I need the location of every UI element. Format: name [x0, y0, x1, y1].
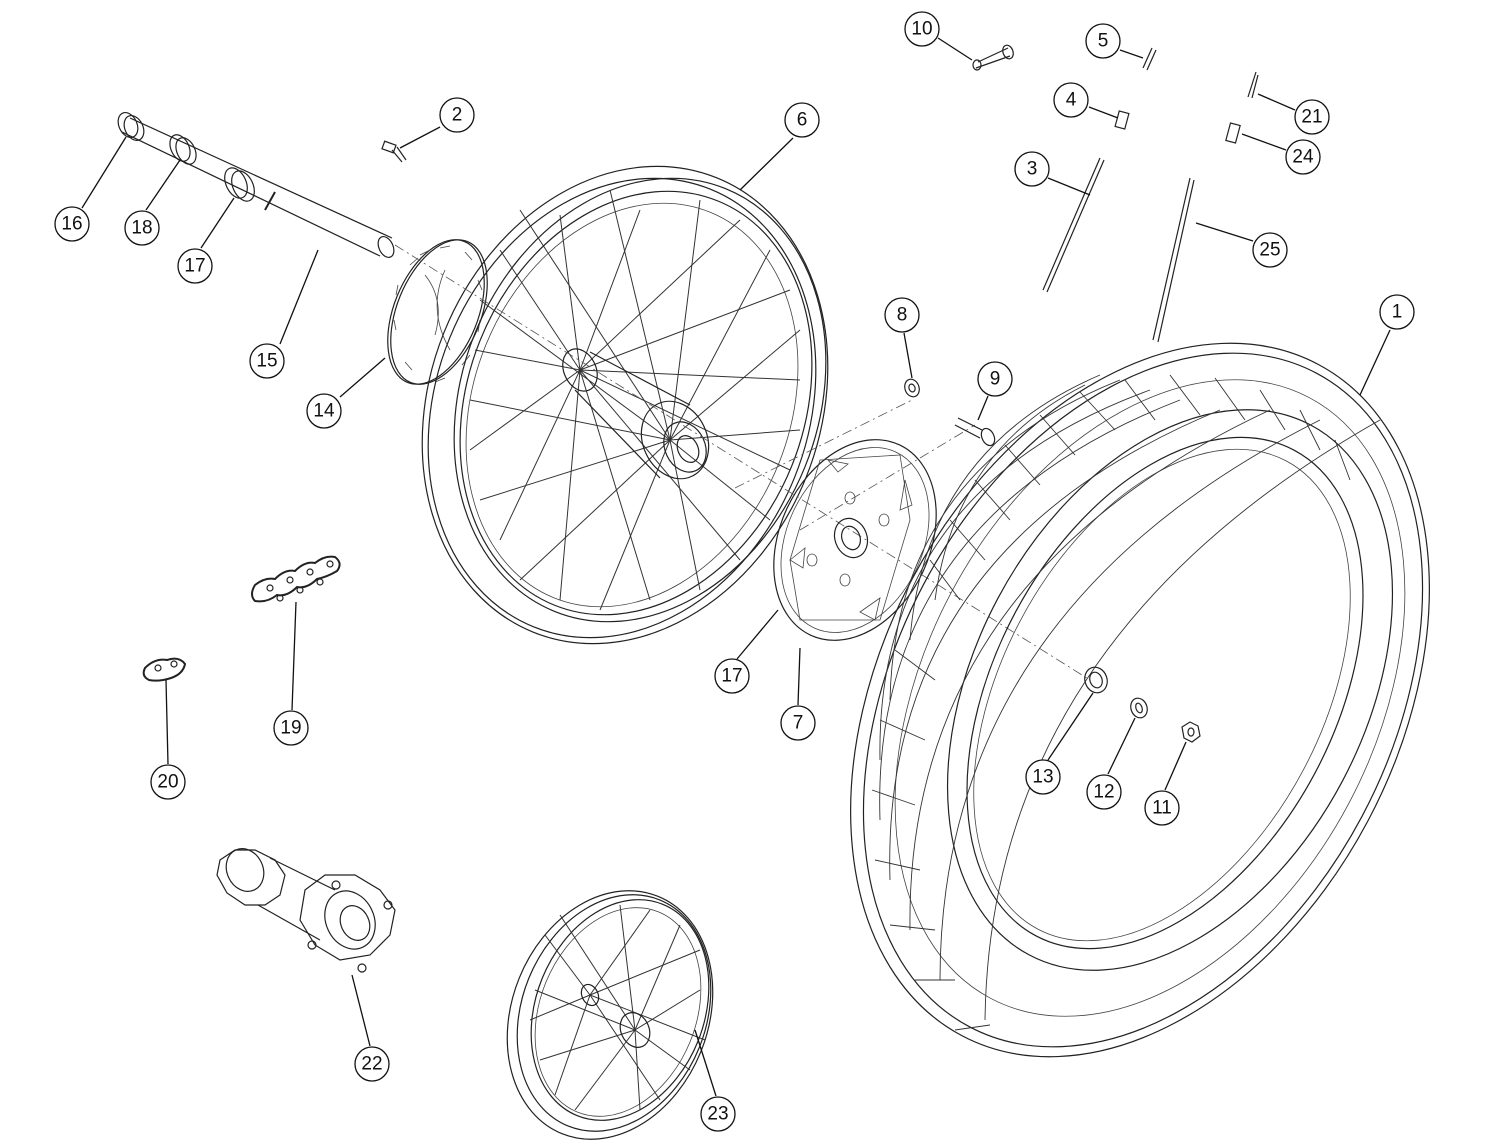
svg-text:4: 4: [1066, 90, 1077, 111]
svg-text:9: 9: [990, 369, 1001, 390]
complete-wheel: [506, 890, 714, 1140]
svg-text:24: 24: [1292, 147, 1314, 168]
svg-text:25: 25: [1259, 240, 1280, 261]
bearing-17: [224, 167, 255, 202]
svg-text:14: 14: [313, 401, 335, 422]
callout-6: 6: [784, 102, 820, 138]
svg-text:5: 5: [1098, 31, 1109, 52]
callout-8: 8: [884, 297, 920, 333]
svg-text:17: 17: [721, 666, 742, 687]
front-wheel-hub: [562, 348, 710, 480]
nipple-24: [1225, 122, 1241, 144]
spacer-13: [1084, 666, 1108, 694]
callout-16: 16: [54, 206, 90, 242]
tire-valve: [972, 44, 1014, 71]
axle: [121, 117, 395, 258]
axle-assembly: [117, 112, 395, 258]
callout-10: 10: [904, 11, 940, 47]
callout-24: 24: [1285, 139, 1321, 175]
brake-disc: [387, 239, 488, 385]
callout-11: 11: [1144, 790, 1180, 826]
spoke-pin-5: [1142, 47, 1157, 71]
callout-19: 19: [273, 710, 309, 746]
disc-bolt: [381, 140, 407, 163]
svg-text:18: 18: [131, 218, 152, 239]
svg-text:8: 8: [897, 305, 908, 326]
complete-wheel-spokes: [529, 904, 706, 1111]
callout-4: 4: [1053, 82, 1089, 118]
master-link: [142, 657, 187, 682]
callout-2: 2: [439, 97, 475, 133]
svg-text:13: 13: [1032, 767, 1053, 788]
callout-17-axle: 17: [177, 248, 213, 284]
callout-25: 25: [1252, 232, 1288, 268]
svg-text:19: 19: [280, 718, 301, 739]
front-wheel-spokes: [469, 189, 801, 611]
callout-20: 20: [150, 764, 186, 800]
callout-14: 14: [306, 393, 342, 429]
svg-text:22: 22: [361, 1054, 382, 1075]
svg-text:21: 21: [1301, 107, 1322, 128]
svg-text:3: 3: [1027, 159, 1038, 180]
callout-9: 9: [977, 361, 1013, 397]
svg-text:12: 12: [1093, 782, 1114, 803]
svg-text:20: 20: [157, 772, 178, 793]
callout-17-sprocket: 17: [714, 658, 750, 694]
tire: [850, 342, 1430, 1058]
callout-3: 3: [1014, 151, 1050, 187]
axis-line: [394, 244, 1091, 681]
svg-text:7: 7: [793, 713, 804, 734]
axle-nut-11: [1181, 721, 1201, 743]
pin-21: [1247, 71, 1259, 99]
axle-nut-16: [117, 112, 145, 141]
sprocket-bolt: [954, 417, 996, 447]
callout-21: 21: [1294, 99, 1330, 135]
callout-22: 22: [354, 1046, 390, 1082]
chain: [251, 555, 341, 603]
front-wheel: [421, 165, 829, 645]
spoke-25: [1152, 177, 1195, 343]
svg-text:6: 6: [797, 110, 808, 131]
callout-1: 1: [1379, 294, 1415, 330]
spacer-18: [169, 134, 197, 165]
callout-12: 12: [1086, 774, 1122, 810]
washer-12: [1130, 697, 1148, 719]
svg-text:17: 17: [184, 256, 205, 277]
svg-text:15: 15: [256, 351, 277, 372]
svg-text:16: 16: [61, 214, 82, 235]
svg-text:11: 11: [1152, 798, 1172, 819]
callout-5: 5: [1085, 23, 1121, 59]
spoke-nipple-4: [1114, 110, 1130, 130]
tire-tread: [871, 374, 1381, 1031]
callout-13: 13: [1025, 759, 1061, 795]
rear-hub: [216, 848, 396, 973]
svg-text:2: 2: [452, 105, 463, 126]
leader-lines: [81, 37, 1391, 1097]
callout-15: 15: [249, 343, 285, 379]
washer-8: [904, 378, 920, 398]
callout-18: 18: [124, 210, 160, 246]
callout-7: 7: [780, 705, 816, 741]
spoke-3: [1042, 157, 1105, 293]
sprocket: [773, 439, 937, 641]
callout-23: 23: [700, 1096, 736, 1132]
svg-text:23: 23: [707, 1104, 728, 1125]
svg-text:10: 10: [911, 19, 932, 40]
svg-text:1: 1: [1392, 302, 1403, 323]
